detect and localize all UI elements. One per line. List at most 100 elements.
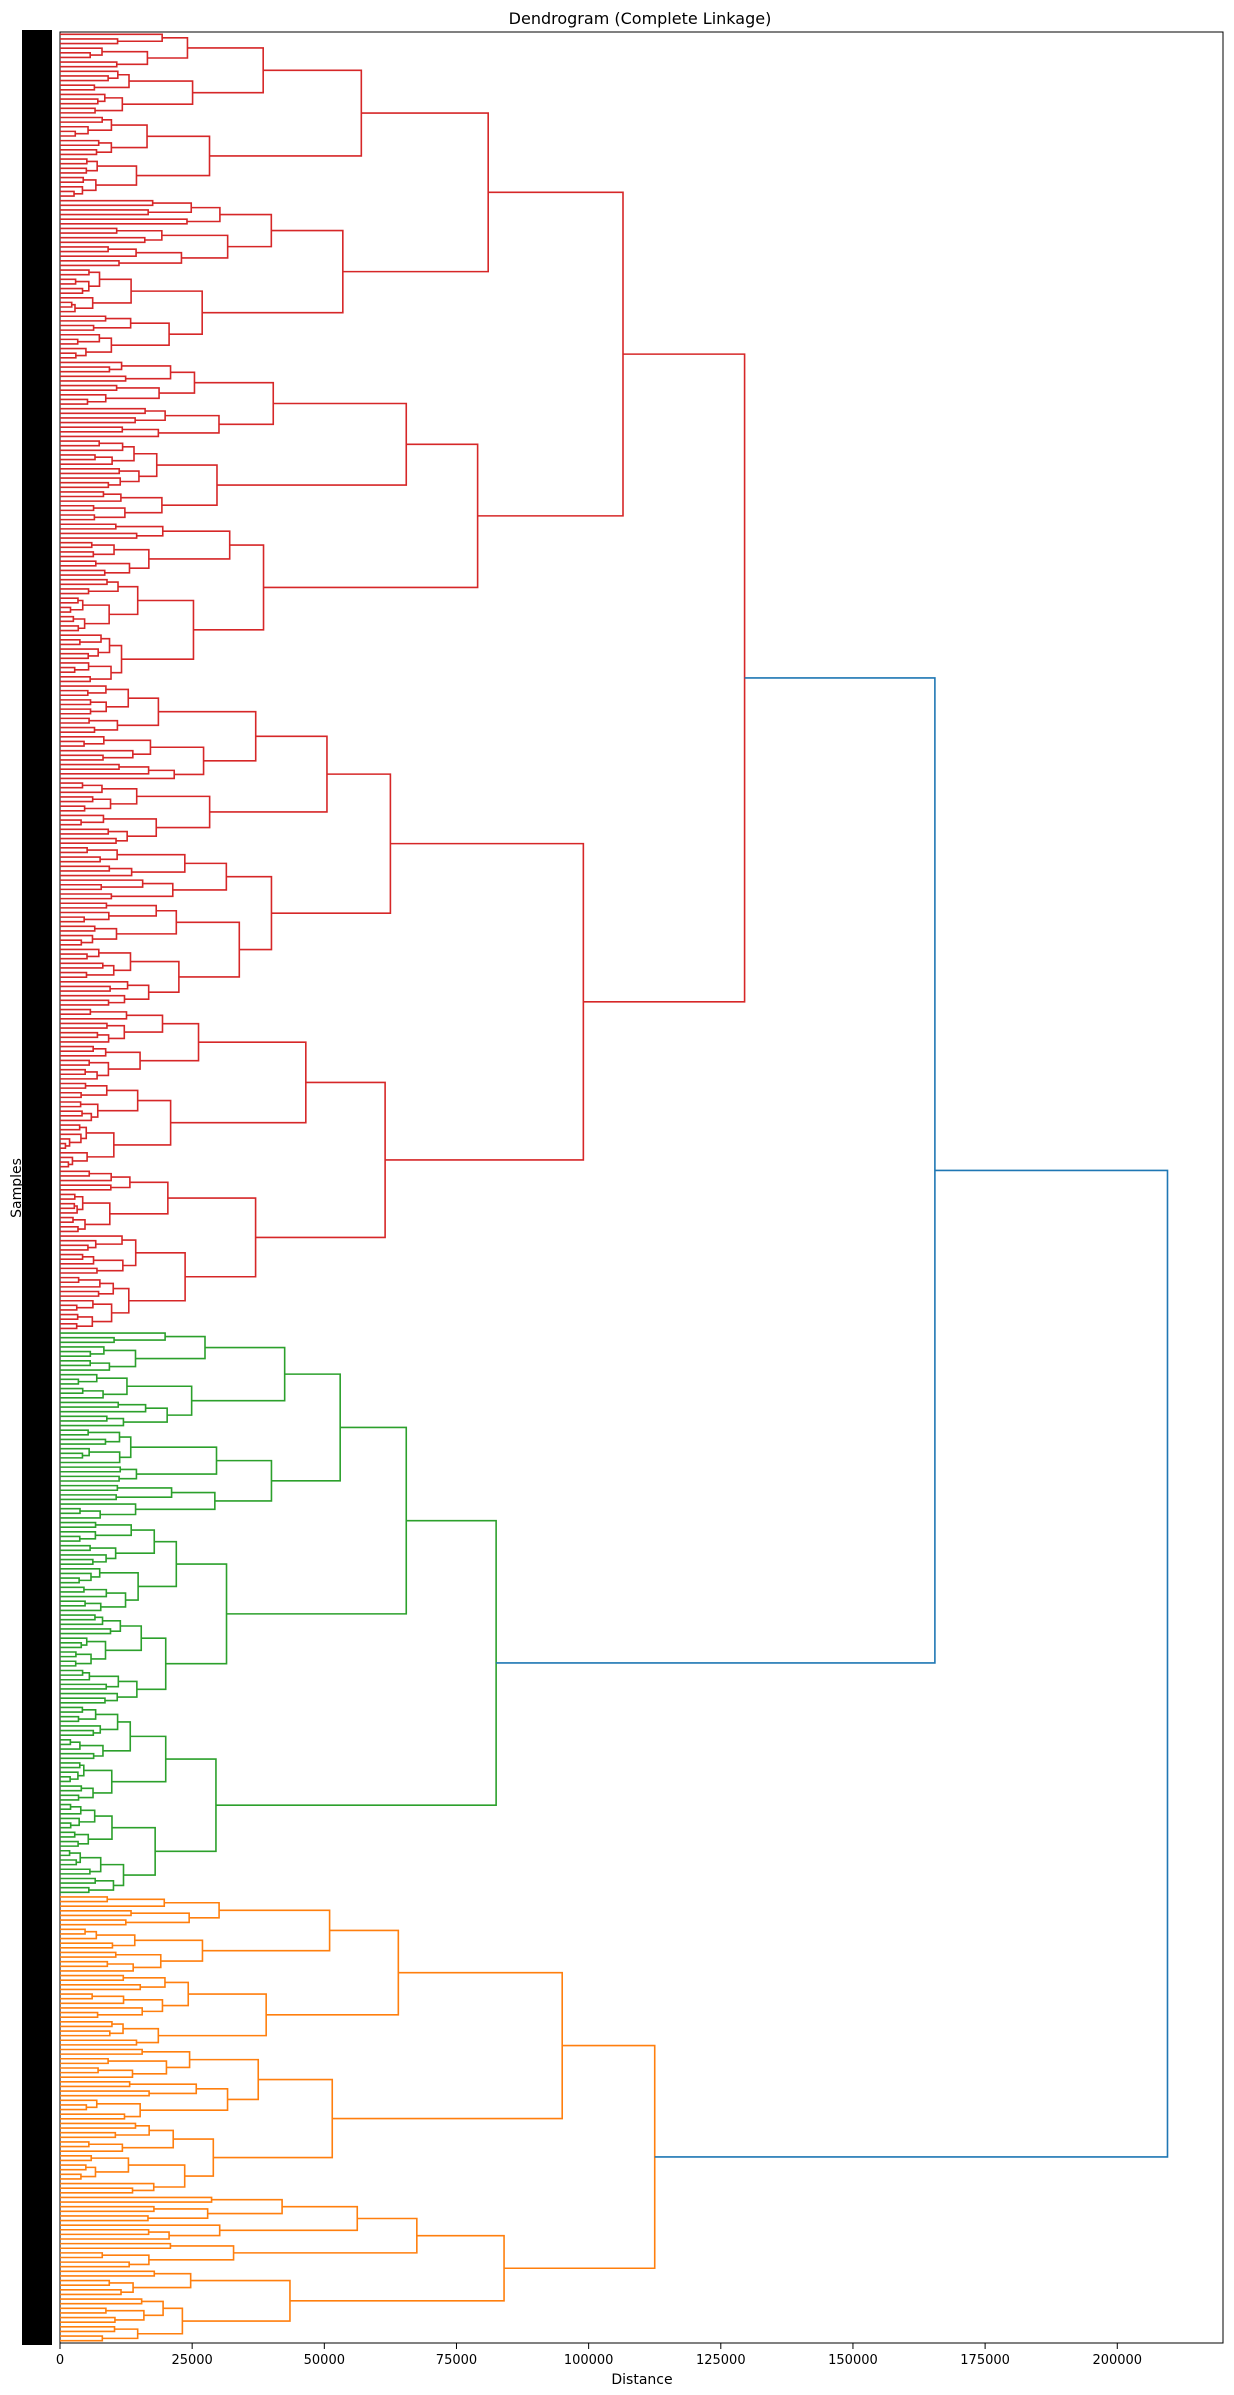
dendrogram-link	[60, 551, 95, 558]
dendrogram-link	[60, 1715, 80, 1723]
dendrogram-link	[111, 1735, 167, 1783]
dendrogram-link	[98, 1282, 115, 1295]
dendrogram-link	[122, 2129, 175, 2149]
dendrogram-link	[111, 124, 148, 149]
dendrogram-link	[130, 960, 180, 994]
dendrogram-link	[60, 1091, 82, 1099]
dendrogram-link	[147, 2208, 209, 2220]
x-axis-label: Distance	[611, 2372, 672, 2388]
dendrogram-link	[60, 541, 93, 549]
dendrogram-link	[60, 1963, 134, 1972]
dendrogram-link	[60, 2289, 122, 2296]
dendrogram-link	[60, 1683, 108, 1690]
dendrogram-link	[60, 1360, 92, 1367]
dendrogram-link	[60, 1822, 72, 1829]
dendrogram-link	[155, 1758, 217, 1853]
dendrogram-link	[88, 1431, 121, 1443]
dendrogram-link	[342, 112, 489, 273]
dendrogram-link	[60, 925, 96, 932]
dendrogram-link	[161, 234, 229, 259]
dendrogram-link	[60, 2122, 137, 2129]
dendrogram-link	[60, 2261, 130, 2268]
x-tick-label: 50000	[304, 2353, 345, 2368]
dendrogram-link	[148, 202, 193, 214]
dendrogram-link	[215, 1519, 497, 1806]
dendrogram-link	[60, 784, 103, 794]
dendrogram-link	[60, 315, 107, 322]
dendrogram-link	[60, 749, 134, 759]
x-tick-label: 150000	[828, 2353, 878, 2368]
dendrogram-link	[69, 1852, 82, 1864]
dendrogram-link	[60, 2104, 88, 2111]
leaf-label-strip	[22, 30, 52, 2345]
dendrogram-link	[134, 1939, 204, 1962]
dendrogram-link	[88, 271, 101, 288]
dendrogram-link	[119, 470, 140, 483]
dendrogram-link	[60, 236, 146, 244]
dendrogram-link	[60, 916, 85, 923]
dendrogram-link	[60, 971, 88, 978]
dendrogram-link	[60, 1785, 83, 1792]
dendrogram-link	[60, 1034, 110, 1043]
dendrogram-link	[202, 229, 344, 314]
dendrogram-link	[60, 394, 107, 403]
dendrogram-link	[60, 1898, 166, 1908]
dendrogram-link	[60, 75, 109, 82]
dendrogram-link	[60, 2099, 98, 2109]
dendrogram-link	[103, 739, 152, 755]
dendrogram-link	[84, 798, 112, 810]
dendrogram-link	[60, 2326, 116, 2333]
dendrogram-link	[189, 2058, 260, 2101]
dendrogram-link	[60, 934, 94, 944]
dendrogram-link	[120, 496, 163, 514]
dendrogram-link	[255, 1081, 386, 1239]
dendrogram-link	[60, 805, 86, 812]
dendrogram-link	[60, 828, 110, 835]
dendrogram-link	[60, 2011, 99, 2018]
dendrogram-link	[60, 504, 95, 512]
dendrogram-link	[176, 921, 241, 978]
dendrogram-link	[88, 1880, 115, 1891]
dendrogram-link	[60, 158, 88, 165]
dendrogram-link	[141, 2300, 164, 2317]
dendrogram-link	[60, 999, 110, 1006]
dendrogram-link	[60, 902, 108, 909]
dendrogram-link	[89, 1061, 110, 1077]
dendrogram-link	[60, 675, 91, 683]
dendrogram-link	[60, 837, 117, 844]
dendrogram-link	[60, 1276, 80, 1284]
dendrogram-link	[60, 456, 113, 465]
dendrogram-link	[60, 1156, 74, 1166]
dendrogram-link	[60, 1697, 106, 1704]
dendrogram-link	[60, 1429, 89, 1436]
dendrogram-link	[60, 116, 103, 123]
dendrogram-link	[93, 1259, 124, 1272]
dendrogram-link	[170, 1041, 307, 1124]
dendrogram-link	[60, 139, 100, 147]
dendrogram-link	[60, 578, 108, 586]
dendrogram-link	[103, 818, 158, 838]
dendrogram-link	[117, 853, 186, 873]
dendrogram-link	[60, 338, 79, 345]
dendrogram-link	[60, 454, 96, 461]
dendrogram-link	[130, 1446, 218, 1475]
dendrogram-link	[60, 717, 90, 724]
dendrogram-link	[60, 2279, 111, 2287]
dendrogram-link	[60, 763, 120, 771]
dendrogram-link	[60, 1886, 90, 1894]
dendrogram-link	[116, 229, 163, 241]
dendrogram-link	[60, 1172, 112, 1182]
dendrogram-link	[60, 1447, 90, 1457]
dendrogram-link	[60, 2215, 149, 2222]
dendrogram-link	[90, 701, 107, 713]
dendrogram-link	[118, 251, 183, 264]
dendrogram-link	[60, 491, 105, 498]
dendrogram-link	[209, 69, 363, 157]
dendrogram-link	[60, 1142, 67, 1150]
dendrogram-link	[101, 788, 138, 805]
dendrogram-link	[60, 248, 137, 257]
dendrogram-link	[60, 1651, 77, 1658]
dendrogram-link	[60, 47, 103, 56]
dendrogram-link	[86, 1640, 107, 1660]
